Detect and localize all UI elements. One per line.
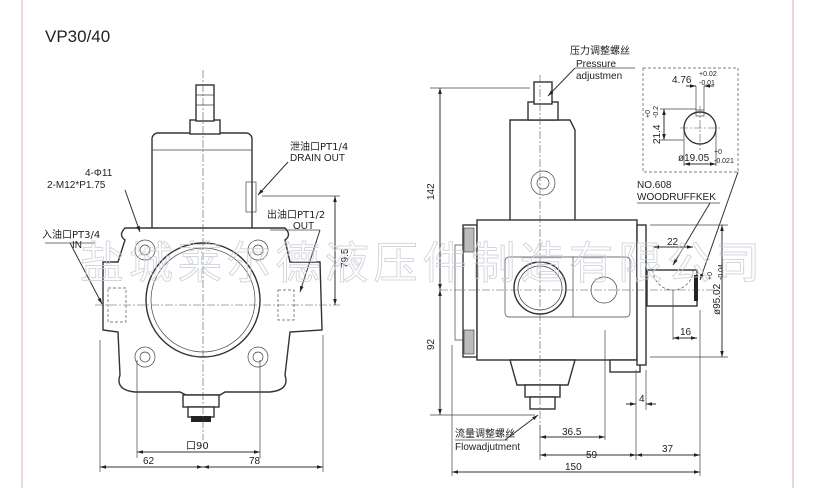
label-mount-thread: 2-M12*P1.75 [47, 180, 106, 191]
label-drain-en: DRAIN OUT [290, 153, 345, 164]
dim-pilot-tol-lower: -0.04 [718, 264, 725, 280]
dim-78: 78 [249, 456, 261, 467]
label-inlet-en: IN [72, 240, 82, 251]
dim-pilot-diameter: ø95.02 +0 -0.04 [707, 264, 725, 315]
dim-key-height-tol-lower: -0.2 [653, 106, 660, 118]
dim-square-90: 口90 [186, 441, 209, 452]
shaft-detail-inset [642, 67, 739, 173]
label-outlet-en: OUT [293, 221, 314, 232]
dim-142: 142 [426, 183, 437, 200]
dim-4: 4 [639, 394, 645, 405]
dim-key-width-tol-lower: -0.01 [699, 80, 715, 87]
label-flow-en: Flowadjutment [455, 442, 520, 453]
dim-pilot-value: ø95.02 [712, 283, 723, 315]
dim-key-width-tol-upper: +0.02 [699, 71, 717, 78]
dim-37: 37 [662, 444, 674, 455]
label-pressure-en-1: Pressure [576, 59, 616, 70]
dim-pilot-tol-upper: +0 [707, 272, 714, 280]
front-dimensions [45, 161, 340, 472]
dim-16: 16 [680, 327, 692, 338]
dim-shaft-dia-tol-lower: -0.021 [714, 158, 734, 165]
dim-150: 150 [565, 462, 582, 473]
dim-key-height: 21.4 [652, 124, 663, 144]
label-key-type: WOODRUFFKEK [637, 192, 716, 203]
label-pressure-cn: 压力调整螺丝 [570, 44, 630, 57]
dim-36-5: 36.5 [562, 427, 582, 438]
front-view [95, 70, 340, 440]
dim-22: 22 [667, 237, 679, 248]
company-watermark: 盐城莱尔德液压件制造有限公司 [80, 238, 760, 289]
dim-79-5: 79.5 [340, 248, 351, 268]
label-drain-cn: 泄油口PT1/4 [290, 140, 348, 153]
label-pressure-en-2: adjustmen [576, 71, 622, 82]
dim-shaft-dia-tol-upper: +0 [714, 149, 722, 156]
side-view [440, 75, 720, 430]
dim-92: 92 [426, 338, 437, 350]
dim-shaft-dia: ø19.05 [678, 153, 710, 164]
dim-62: 62 [143, 456, 155, 467]
label-inlet-cn: 入油口PT3/4 [42, 228, 100, 241]
label-flow-cn: 流量调整螺丝 [455, 427, 515, 440]
dim-key-width: 4.76 [672, 75, 692, 86]
label-key-no: NO.608 [637, 180, 672, 191]
side-dimensions [430, 67, 739, 476]
label-mount-holes: 4-Φ11 [85, 168, 113, 179]
label-outlet-cn: 出油口PT1/2 [267, 208, 325, 221]
drawing-title: VP30/40 [45, 27, 110, 46]
dim-key-height-tol-upper: +0 [645, 110, 652, 118]
dim-59: 59 [586, 450, 598, 461]
